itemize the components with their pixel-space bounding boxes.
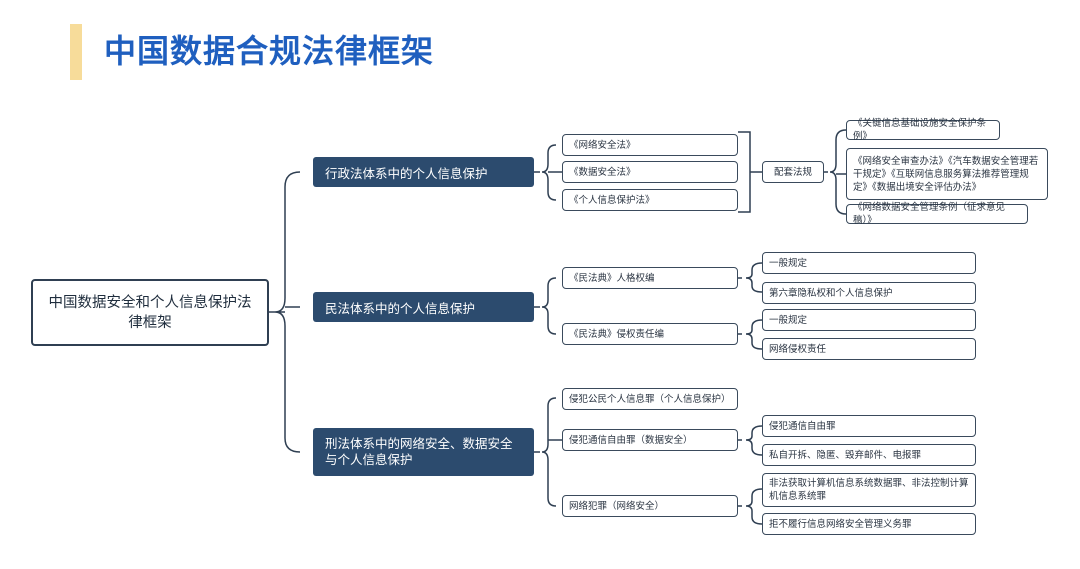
civil-group2-brace	[738, 319, 763, 350]
criminal-group2-brace	[738, 425, 763, 456]
laws-right-bracket	[738, 131, 762, 213]
supporting-brace	[824, 129, 847, 215]
root-node: 中国数据安全和个人信息保护法律框架	[31, 279, 269, 346]
criminal-communication-freedom: 侵犯通信自由罪（数据安全）	[562, 429, 738, 451]
criminal-personal-info: 侵犯公民个人信息罪（个人信息保护）	[562, 388, 738, 410]
criminal-group3-brace	[738, 488, 763, 525]
admin-laws-brace	[534, 144, 557, 201]
branch-administrative: 行政法体系中的个人信息保护	[313, 157, 534, 187]
supporting-review-regulations: 《网络安全审查办法》《汽车数据安全管理若干规定》《互联网信息服务算法推荐管理规定…	[846, 148, 1048, 200]
criminal-cybercrime: 网络犯罪（网络安全）	[562, 495, 738, 517]
title-accent-bar	[70, 24, 82, 80]
civil-personality-general: 一般规定	[762, 252, 976, 274]
civil-tort-general: 一般规定	[762, 309, 976, 331]
criminal-refusal-duty: 拒不履行信息网络安全管理义务罪	[762, 513, 976, 535]
supporting-ciip-regulation: 《关键信息基础设施安全保护条例》	[846, 118, 1000, 142]
civil-privacy-chapter: 第六章隐私权和个人信息保护	[762, 282, 976, 304]
civil-group1-brace	[738, 262, 763, 293]
admin-law-data-security: 《数据安全法》	[562, 161, 738, 183]
admin-law-cybersecurity: 《网络安全法》	[562, 134, 738, 156]
criminal-communication-freedom-crime: 侵犯通信自由罪	[762, 415, 976, 437]
root-brace	[269, 171, 301, 453]
supporting-network-data-regulation: 《网络数据安全管理条例（征求意见稿）》	[846, 202, 1028, 226]
page-title: 中国数据合规法律框架	[104, 32, 435, 70]
civil-brace	[534, 277, 557, 335]
civil-personality-rights: 《民法典》人格权编	[562, 267, 738, 289]
criminal-illegal-access: 非法获取计算机信息系统数据罪、非法控制计算机信息系统罪	[762, 473, 976, 507]
criminal-brace	[534, 397, 557, 507]
admin-law-pipl: 《个人信息保护法》	[562, 189, 738, 211]
civil-network-tort: 网络侵权责任	[762, 338, 976, 360]
civil-tort-liability: 《民法典》侵权责任编	[562, 323, 738, 345]
branch-criminal: 刑法体系中的网络安全、数据安全与个人信息保护	[313, 428, 534, 476]
supporting-regulations-node: 配套法规	[762, 161, 824, 183]
branch-civil: 民法体系中的个人信息保护	[313, 292, 534, 322]
criminal-mail-crime: 私自开拆、隐匿、毁弃邮件、电报罪	[762, 444, 976, 466]
